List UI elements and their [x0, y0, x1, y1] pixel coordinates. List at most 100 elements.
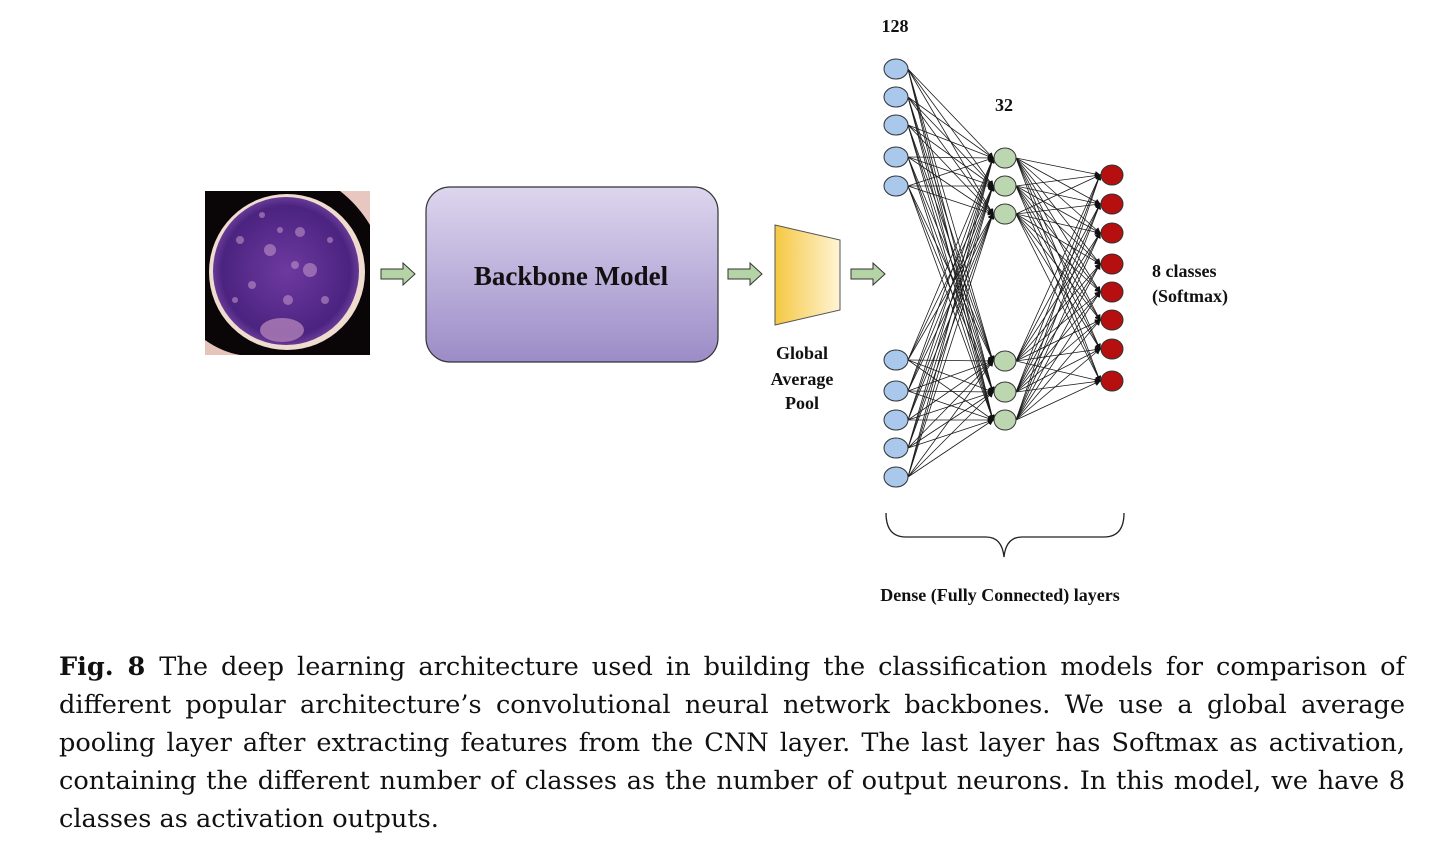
connection-line [1015, 174, 1102, 421]
connection-line [907, 157, 995, 449]
pool-label-line-1: Global [776, 343, 828, 363]
layer1-neuron [883, 146, 909, 168]
pool-label-line-2: Average [771, 369, 834, 389]
connection-line [907, 390, 994, 421]
connection-line [907, 157, 995, 478]
output-neuron [1100, 338, 1124, 360]
connection-line [907, 156, 994, 215]
connection-line [907, 157, 995, 392]
layer2-neuron [993, 175, 1017, 197]
input-cell-image [205, 191, 370, 355]
connection-line [907, 154, 994, 161]
connection-line [1015, 157, 1101, 265]
arrow-icon [380, 261, 416, 287]
layer1-neuron [883, 86, 909, 108]
connection-line [1015, 157, 1101, 177]
connection-line [907, 360, 994, 478]
connection-line [907, 68, 995, 393]
layer2-neuron [993, 409, 1017, 431]
connection-line [1015, 157, 1101, 234]
layer1-neuron [883, 409, 909, 431]
output-neuron [1100, 281, 1124, 303]
connection-line [1015, 348, 1101, 421]
connection-line [1015, 232, 1101, 421]
connection-line [1015, 174, 1101, 362]
network-nodes [883, 58, 1124, 488]
layer1-neuron [883, 349, 909, 371]
connection-line [1015, 263, 1101, 421]
connection-line [907, 185, 995, 478]
connection-line [1015, 360, 1101, 383]
connection-line [1015, 157, 1102, 382]
connection-line [907, 156, 994, 187]
arrow-icon [850, 261, 886, 287]
layer2-count-label: 32 [995, 95, 1013, 115]
output-neuron [1100, 164, 1124, 186]
network-connections [907, 68, 1102, 478]
output-neuron [1100, 253, 1124, 275]
architecture-diagram: Backbone Model Global Average Pool 128 3… [205, 16, 1228, 606]
connection-line [907, 390, 994, 422]
connection-line [907, 124, 994, 159]
dense-layers-brace [885, 512, 1125, 558]
connection-line [907, 213, 995, 478]
connection-line [1015, 213, 1101, 293]
layer2-neuron [993, 203, 1017, 225]
connection-line [907, 96, 994, 159]
layer1-neuron [883, 466, 909, 488]
connection-line [1015, 291, 1101, 421]
layer1-count-label: 128 [882, 16, 909, 36]
connection-line [1015, 203, 1101, 421]
connection-line [1015, 263, 1101, 393]
connection-line [1015, 319, 1101, 362]
layer1-neuron [883, 58, 909, 80]
layer1-neuron [883, 175, 909, 197]
pool-label-line-3: Pool [785, 393, 819, 413]
connection-line [907, 124, 994, 187]
connection-line [1015, 346, 1101, 362]
caption-label: Fig. 8 [59, 652, 146, 682]
connection-line [1015, 380, 1101, 421]
connection-line [907, 156, 994, 188]
connection-line [907, 388, 994, 395]
connection-line [1015, 319, 1101, 421]
layer1-neuron [883, 114, 909, 136]
connection-line [907, 359, 994, 421]
connection-line [907, 68, 995, 362]
connection-line [1015, 213, 1101, 321]
connection-line [907, 391, 994, 449]
connection-line [1015, 378, 1101, 393]
output-neuron [1100, 193, 1124, 215]
connection-line [1015, 185, 1101, 206]
output-label-line-2: (Softmax) [1152, 286, 1228, 307]
layer2-neuron [993, 147, 1017, 169]
connection-line [907, 419, 994, 478]
output-neuron [1100, 309, 1124, 331]
connection-line [1015, 213, 1101, 350]
connection-line [907, 68, 994, 159]
connection-line [1015, 157, 1101, 205]
connection-line [907, 124, 994, 215]
connection-line [907, 357, 994, 364]
connection-line [1015, 174, 1101, 393]
layer2-neuron [993, 350, 1017, 372]
connection-line [1015, 185, 1101, 234]
connection-line [907, 124, 995, 362]
connection-line [907, 157, 994, 361]
output-neuron [1100, 222, 1124, 244]
connection-line [1015, 172, 1101, 187]
backbone-label: Backbone Model [474, 261, 669, 291]
arrow-icon [727, 261, 763, 287]
connection-line [907, 185, 994, 216]
connection-line [1015, 213, 1101, 265]
output-neuron [1100, 370, 1124, 392]
backbone-block [425, 186, 719, 363]
layer2-neuron [993, 381, 1017, 403]
connection-line [907, 96, 995, 393]
connection-line [1015, 174, 1101, 215]
connection-line [907, 157, 995, 421]
caption-text: The deep learning architecture used in b… [59, 652, 1405, 834]
connection-line [1015, 185, 1101, 265]
connection-line [907, 96, 995, 362]
